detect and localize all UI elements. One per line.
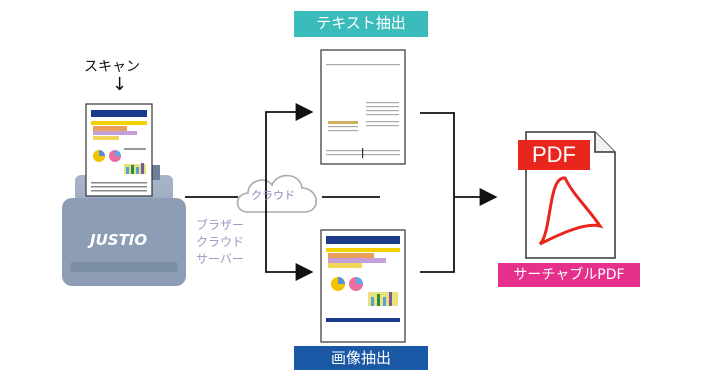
server-label-line: サーバー: [196, 252, 244, 266]
scanned-document: [85, 103, 153, 197]
cloud-label: クラウド: [251, 189, 295, 202]
server-label-line: クラウド: [196, 235, 245, 249]
server-label: ブラザー クラウド サーバー: [196, 217, 244, 268]
server-label-line: ブラザー: [196, 218, 245, 232]
text-extraction-label: テキスト抽出: [294, 11, 428, 37]
pdf-icon-label: PDF: [518, 140, 590, 170]
image-extraction-label: 画像抽出: [294, 346, 428, 370]
searchable-pdf-badge: サーチャブルPDF: [498, 263, 640, 287]
scan-label: スキャン: [84, 59, 140, 75]
scanner-brand-label: JUSTIO: [90, 231, 148, 249]
connectors: [185, 103, 498, 281]
cloud-icon: [236, 174, 317, 213]
scan-down-arrow-icon: ↓: [112, 74, 128, 95]
text-extract-document: [320, 49, 406, 165]
image-extract-document: [320, 229, 406, 343]
